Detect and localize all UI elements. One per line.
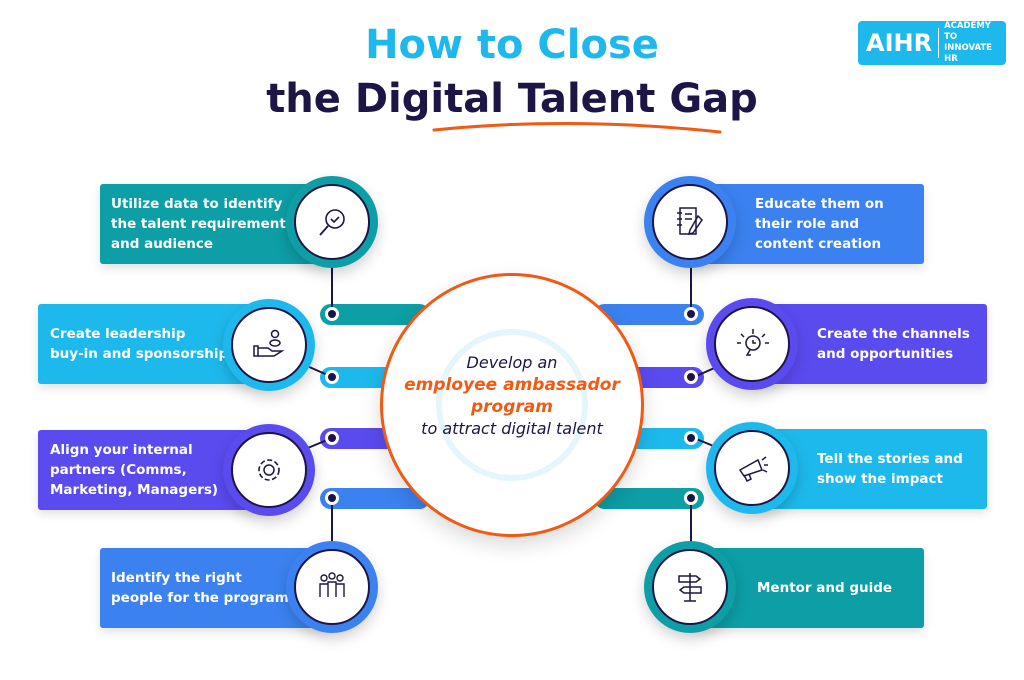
title-line-2: the Digital Talent Gap xyxy=(266,76,758,122)
step-icon-circle xyxy=(223,424,315,516)
step-icon-circle xyxy=(223,299,315,391)
connector-dot xyxy=(684,431,698,445)
connector-bar-right-3 xyxy=(624,428,704,449)
center-line-1: Develop an xyxy=(466,353,558,372)
step-icon-circle xyxy=(286,541,378,633)
center-line-2: to attract digital talent xyxy=(421,419,603,438)
connector-bar-right-2 xyxy=(624,367,704,388)
center-highlight-1: employee ambassador xyxy=(404,375,620,395)
step-text-line: Marketing, Managers) xyxy=(50,482,219,498)
step-text-line: Create leadership xyxy=(50,326,186,342)
step-icon-circle xyxy=(706,422,798,514)
connector-bar-left-2 xyxy=(320,367,400,388)
step-icon-circle xyxy=(706,298,798,390)
step-text-line: Tell the stories and xyxy=(817,451,963,467)
connector-dot xyxy=(325,431,339,445)
step-text-line: buy-in and sponsorship xyxy=(50,346,229,362)
connector-dot xyxy=(325,370,339,384)
center-highlight-2: program xyxy=(471,397,553,417)
step-text-line: Educate them on xyxy=(755,196,884,212)
gear-icon xyxy=(258,459,280,481)
step-text-line: the talent requirements xyxy=(111,216,294,232)
connector-line xyxy=(331,498,333,544)
step-text-line: Mentor and guide xyxy=(757,580,893,596)
step-icon-circle xyxy=(644,541,736,633)
connector-bar-left-4 xyxy=(320,488,430,509)
logo-tagline-1: ACADEMY TO xyxy=(944,21,991,42)
signpost-icon xyxy=(678,573,702,602)
notebook-pen-icon xyxy=(677,207,703,236)
step-text-line: content creation xyxy=(755,236,882,252)
center-text: Develop an employee ambassador program t… xyxy=(380,352,644,440)
center-inner-ring xyxy=(436,329,588,481)
megaphone-icon xyxy=(738,456,768,483)
connector-dot xyxy=(684,307,698,321)
logo-mark: AIHR xyxy=(858,28,940,58)
connector-bar-right-1 xyxy=(594,304,704,325)
logo-tagline-2: INNOVATE HR xyxy=(944,43,992,64)
people-group-icon xyxy=(319,572,345,597)
step-text-line: Identify the right xyxy=(111,570,242,586)
connector-bar-left-3 xyxy=(320,428,400,449)
step-text-line: Utilize data to identify xyxy=(111,196,283,212)
step-text-line: Align your internal xyxy=(50,442,193,458)
step-text-line: their role and xyxy=(755,216,860,232)
connector-bar-left-1 xyxy=(320,304,430,325)
step-icon-circle xyxy=(286,176,378,268)
connector-line xyxy=(331,266,333,314)
lightbulb-icon xyxy=(737,329,769,356)
step-icon-circle xyxy=(644,176,736,268)
step-text-line: people for the program xyxy=(111,590,289,606)
connector-dot xyxy=(684,370,698,384)
step-text-line: Create the channels xyxy=(817,326,970,342)
magnifier-check-icon xyxy=(319,209,345,236)
connector-bar-right-4 xyxy=(594,488,704,509)
connector-dot xyxy=(325,307,339,321)
hand-person-icon xyxy=(253,329,285,357)
step-text-line: partners (Comms, xyxy=(50,462,187,478)
connector-line xyxy=(690,266,692,314)
step-text-line: and audience xyxy=(111,236,214,252)
connector-dot xyxy=(325,491,339,505)
title-line-1: How to Close xyxy=(365,22,659,68)
step-text-line: show the impact xyxy=(817,471,943,487)
connector-dot xyxy=(684,491,698,505)
title-underline xyxy=(432,121,722,134)
connector-line xyxy=(690,498,692,544)
step-text-line: and opportunities xyxy=(817,346,954,362)
